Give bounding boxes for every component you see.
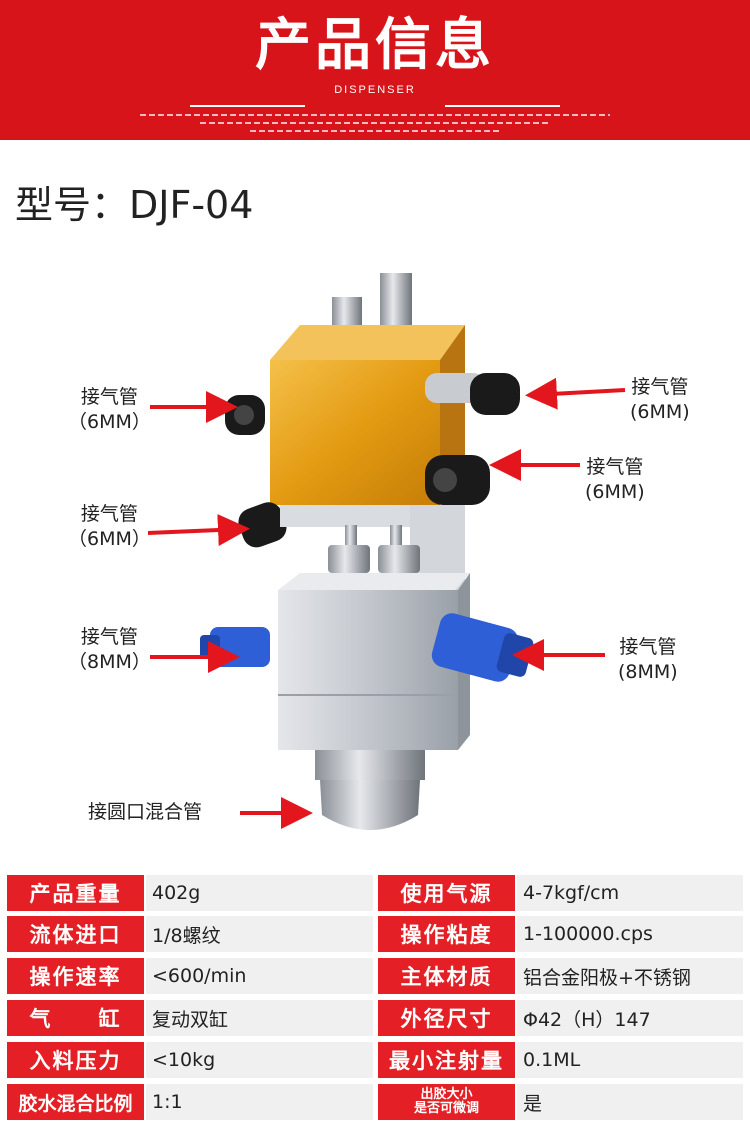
header-subtitle: DISPENSER	[334, 84, 416, 96]
spec-label: 最小注射量	[378, 1042, 515, 1078]
header-divider-right	[445, 105, 560, 107]
callout-air-pipe-right-mid: 接气管(6MM)	[585, 456, 645, 503]
header-microtext-line	[140, 114, 610, 116]
spec-label: 气 缸	[7, 1000, 144, 1036]
spec-value: 1:1	[146, 1084, 373, 1120]
lock-nut-right	[378, 545, 420, 573]
air-fitting-6mm-left-lower	[238, 502, 287, 548]
spec-table: 产品重量 402g 使用气源 4-7kgf/cm 流体进口 1/8螺纹 操作粘度…	[7, 875, 743, 1125]
spec-value: <10kg	[146, 1042, 373, 1078]
air-fitting-6mm-right-top	[470, 373, 520, 415]
spec-label-two-line: 出胶大小 是否可微调	[378, 1084, 515, 1120]
arrow-callout-4	[147, 514, 250, 547]
callout-air-pipe-left-lower: 接气管（6MM）	[68, 503, 151, 550]
spec-value: 4-7kgf/cm	[517, 875, 743, 911]
dispenser-valve-drawing	[147, 273, 626, 830]
model-label: 型号：DJF-04	[15, 183, 254, 227]
air-fitting-6mm-right-mid	[425, 455, 490, 505]
spec-value: <600/min	[146, 958, 373, 994]
callout-mixing-tube: 接圆口混合管	[88, 801, 203, 823]
fluid-fitting-8mm-right	[431, 613, 518, 682]
callout-air-pipe-8mm-right: 接气管(8MM)	[618, 636, 678, 683]
spec-label: 产品重量	[7, 875, 144, 911]
gold-block-top	[270, 325, 465, 360]
spec-value: Φ42（H）147	[517, 1000, 743, 1036]
spec-label: 胶水混合比例	[7, 1084, 144, 1120]
spec-label: 操作速率	[7, 958, 144, 994]
spec-label: 使用气源	[378, 875, 515, 911]
lock-nut-left	[328, 545, 370, 573]
aluminum-block	[278, 590, 458, 750]
header-microtext-line	[200, 122, 550, 124]
spec-value: 402g	[146, 875, 373, 911]
spec-label: 流体进口	[7, 916, 144, 952]
arrow-callout-2	[525, 377, 626, 410]
spec-value: 是	[517, 1084, 743, 1120]
spec-value: 1/8螺纹	[146, 916, 373, 952]
spec-label: 主体材质	[378, 958, 515, 994]
callout-air-pipe-8mm-left: 接气管（8MM）	[68, 626, 151, 673]
gold-block-front	[270, 360, 440, 505]
header-divider-left	[190, 105, 305, 107]
header-banner: 产品信息 DISPENSER	[0, 0, 750, 140]
spec-label: 外径尺寸	[378, 1000, 515, 1036]
product-illustration: 接气管（6MM） 接气管(6MM) 接气管(6MM) 接气管（6MM） 接气管（…	[0, 255, 750, 855]
spec-label: 操作粘度	[378, 916, 515, 952]
mixing-nozzle	[320, 780, 420, 830]
header-microtext-line	[250, 130, 500, 132]
header-title: 产品信息	[255, 13, 495, 78]
callout-air-pipe-left-upper: 接气管（6MM）	[68, 386, 151, 433]
spec-value: 1-100000.cps	[517, 916, 743, 952]
nozzle-collar	[315, 750, 425, 780]
spec-value: 0.1ML	[517, 1042, 743, 1078]
spec-value: 复动双缸	[146, 1000, 373, 1036]
callout-air-pipe-right-upper: 接气管(6MM)	[630, 376, 690, 423]
spec-value: 铝合金阳极+不锈钢	[517, 958, 743, 994]
spec-label: 入料压力	[7, 1042, 144, 1078]
